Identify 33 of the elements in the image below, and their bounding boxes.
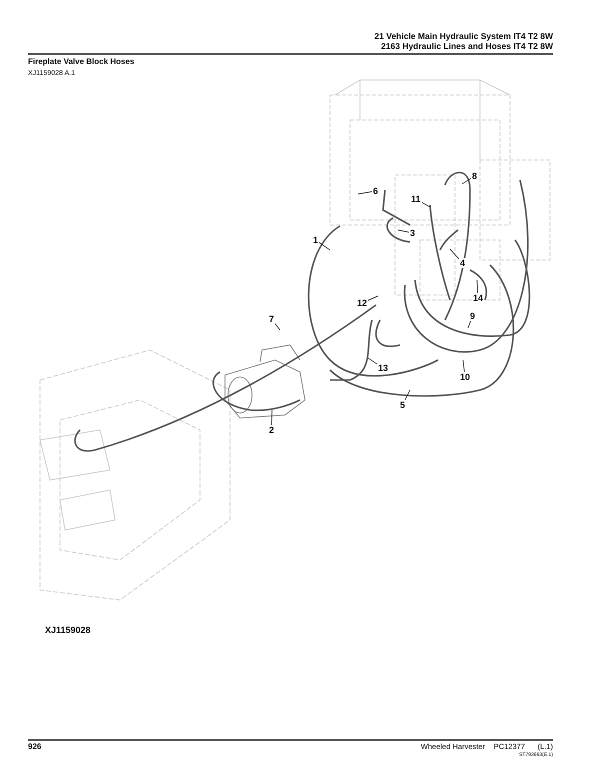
- leader-line: [462, 178, 472, 184]
- callout-number: 2: [268, 425, 276, 435]
- callout-number: 6: [372, 186, 380, 196]
- section-heading: 21 Vehicle Main Hydraulic System IT4 T2 8W: [374, 31, 553, 41]
- subsection-heading: 2163 Hydraulic Lines and Hoses IT4 T2 8W: [381, 41, 553, 51]
- callout-number: 4: [459, 258, 466, 268]
- callout-number: 3: [409, 228, 416, 238]
- callout-number: 1: [312, 235, 320, 245]
- leader-line: [274, 323, 280, 330]
- leader-line: [468, 320, 471, 328]
- leader-line: [476, 280, 478, 294]
- callout-number: 9: [469, 311, 476, 321]
- callout-number: 11: [410, 194, 422, 204]
- leader-line: [398, 230, 410, 233]
- leader-line: [404, 390, 410, 400]
- leader-line: [318, 242, 330, 250]
- leader-line: [358, 191, 372, 194]
- callout-number: 10: [459, 372, 472, 382]
- figure-number: XJ1159028: [45, 625, 91, 635]
- leader-line: [462, 360, 465, 372]
- callout-number: 14: [472, 293, 484, 303]
- page-number: 926: [28, 742, 42, 751]
- leader-line: [271, 410, 272, 426]
- callout-number: 8: [471, 171, 478, 181]
- leader-line: [368, 296, 378, 301]
- leader-line: [450, 248, 460, 260]
- callout-number: 5: [399, 400, 406, 410]
- callout-number: 12: [356, 298, 368, 308]
- page-title: Fireplate Valve Block Hoses: [28, 57, 134, 66]
- leader-line: [368, 358, 378, 364]
- leader-line: [421, 202, 430, 208]
- callout-number: 7: [268, 314, 276, 324]
- callout-number: 13: [377, 363, 390, 373]
